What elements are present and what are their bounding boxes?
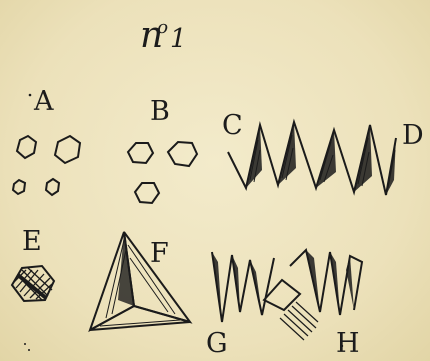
hexagon-a1 (17, 136, 36, 158)
hexagon-b2 (168, 142, 197, 166)
figure-gh-group (212, 250, 362, 340)
figure-e-section (12, 266, 54, 301)
hexagon-a2 (55, 136, 80, 163)
hexagon-b1 (128, 143, 153, 163)
figure-f-crystal (90, 232, 190, 330)
hexagon-a4 (46, 179, 59, 195)
figure-cd-zigzag (228, 122, 396, 195)
figure-a-hexagons (13, 136, 80, 195)
hexagon-b3 (135, 183, 159, 203)
figure-b-hexagons (128, 142, 197, 203)
hexagon-a3 (13, 180, 25, 194)
